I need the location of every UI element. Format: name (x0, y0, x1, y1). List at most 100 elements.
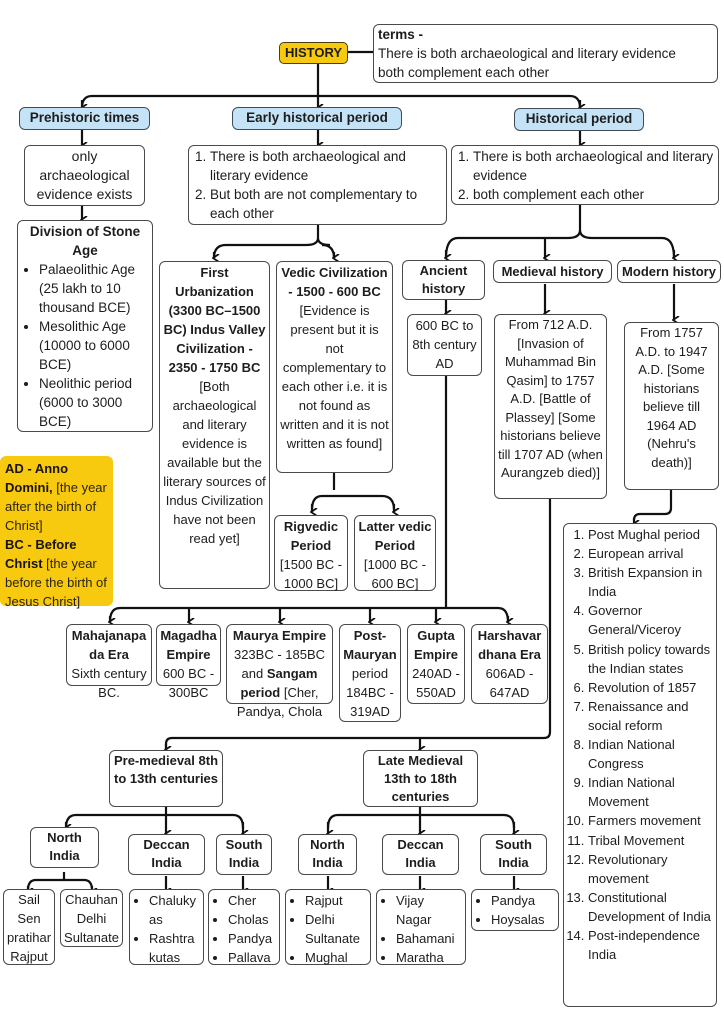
modern-topic-item: Renaissance and social reform (588, 697, 714, 735)
desc-line: only (71, 148, 98, 164)
era-box-mahajanapada: Mahajanapada Era Sixth century BC. (66, 624, 152, 700)
terms-box: terms - There is both archaeological and… (373, 24, 718, 83)
terms-line: There is both archaeological and literar… (378, 46, 676, 61)
modern-topic-item: Indian National Movement (588, 773, 714, 811)
stone-age-divisions: Division of Stone Age Palaeolithic Age (… (17, 220, 153, 432)
era-title: Magadha Empire (160, 628, 217, 662)
era-title: Harshavardhana Era (477, 628, 542, 662)
modern-topic-item: Indian National Congress (588, 735, 714, 773)
era-desc: period 184BC - 319AD (346, 666, 394, 719)
category-label: Historical period (525, 111, 633, 126)
dynasty-item: Hoysalas (491, 910, 555, 929)
rigvedic-title: Rigvedic Period (283, 519, 339, 553)
early-historical-list: There is both archaeological and literar… (192, 147, 443, 223)
point-item: There is both archaeological and literar… (210, 147, 443, 185)
modern-topic-item: European arrival (588, 544, 714, 563)
dynasty-item: Delhi Sultanate (305, 910, 367, 948)
era-title: Maurya Empire (232, 628, 327, 643)
point-item: There is both archaeological and literar… (473, 147, 715, 185)
era-box-gupta: Gupta Empire 240AD - 550AD (407, 624, 465, 704)
era-desc: 323BC - 185BC and (233, 647, 326, 681)
dynasty-item: Rajput (305, 891, 367, 910)
dynasty-item: Bahamani (396, 929, 462, 948)
latter-vedic-desc: [1000 BC - 600 BC] (363, 557, 427, 591)
dynasty-list: Pandya Hoysalas (475, 891, 555, 929)
era-box-harshavardhana: Harshavardhana Era 606AD - 647AD (471, 624, 548, 704)
early-historical-points: There is both archaeological and literar… (188, 145, 447, 225)
dynasty-item: Pallava (228, 948, 276, 967)
desc-line: evidence exists (36, 186, 133, 202)
modern-topic-item: Constitutional Development of India (588, 888, 714, 926)
rigvedic-desc: [1500 BC - 1000 BC] (279, 557, 343, 591)
first-urbanization-box: First Urbanization (3300 BC–1500 BC) Ind… (159, 261, 270, 589)
region-label: South India (495, 837, 532, 870)
ancient-history-node: Ancient history (402, 260, 485, 300)
dynasty-item: Maratha (396, 948, 462, 967)
ancient-label: Ancient history (419, 263, 468, 296)
era-box-magadha: Magadha Empire 600 BC - 300BC (156, 624, 221, 700)
root-node-history: HISTORY (279, 42, 348, 64)
medieval-label: Medieval history (501, 264, 604, 279)
stone-age-item: Palaeolithic Age (25 lakh to 10 thousand… (39, 260, 149, 317)
dynasty-item: Mughal (305, 948, 367, 967)
late-medieval-node: Late Medieval 13th to 18th centuries (363, 750, 478, 807)
era-desc: 600 BC - 300BC (162, 666, 215, 700)
region-label: Deccan India (143, 837, 190, 870)
modern-topics-list: Post Mughal periodEuropean arrivalBritis… (563, 523, 717, 1007)
modern-history-desc: From 1757 A.D. to 1947 A.D. [Some histor… (624, 322, 719, 490)
pre-medieval-south-list: Cher Cholas Pandya Pallava (208, 889, 280, 965)
modern-topic-item: British policy towards the Indian states (588, 640, 714, 678)
vedic-title: Vedic Civilization - 1500 - 600 BC (281, 265, 388, 299)
era-title: Post-Mauryan (343, 628, 397, 662)
category-early-historical: Early historical period (232, 107, 402, 130)
dynasty-list: Cher Cholas Pandya Pallava (212, 891, 276, 967)
desc-line: archaeological (39, 167, 130, 183)
stone-age-list: Palaeolithic Age (25 lakh to 10 thousand… (21, 260, 149, 431)
late-medieval-south-india: South India (480, 834, 547, 875)
latter-vedic-title: Latter vedic Period (358, 519, 432, 553)
ad-bc-note: AD - Anno Domini, [the year after the bi… (0, 456, 113, 609)
terms-title: terms - (378, 27, 424, 42)
dynasty-text: Chauhan Delhi Sultanate (64, 892, 119, 945)
vedic-desc: [Evidence is present but it is not compl… (280, 303, 389, 451)
stone-age-item: Mesolithic Age (10000 to 6000 BCE) (39, 317, 149, 374)
first-urbanization-desc: [Both archaeological and literary eviden… (163, 379, 266, 546)
prehistoric-description: only archaeological evidence exists (24, 145, 145, 206)
modern-topics-ol: Post Mughal periodEuropean arrivalBritis… (566, 525, 714, 964)
ad-description: [the year after the birth of Christ] (5, 480, 107, 533)
category-label: Early historical period (246, 110, 388, 125)
region-label: South India (225, 837, 263, 870)
late-medieval-south-list: Pandya Hoysalas (471, 889, 559, 931)
late-medieval-north-india: North India (298, 834, 357, 875)
modern-topic-item: Post-independence India (588, 926, 714, 964)
dynasty-item: Cholas (228, 910, 276, 929)
bc-description: [the year before the birth of Jesus Chri… (5, 556, 107, 609)
modern-topic-item: Governor General/Viceroy (588, 601, 714, 639)
dynasty-item: Chalukyas (149, 891, 200, 929)
pre-medieval-north-india: North India (30, 827, 99, 868)
dynasty-list: Vijay Nagar Bahamani Maratha (380, 891, 462, 967)
ancient-desc: 600 BC to 8th century AD (412, 318, 477, 371)
bc-term: BC - Before Christ (5, 537, 77, 571)
modern-topic-item: Revolution of 1857 (588, 678, 714, 697)
region-label: North India (47, 830, 82, 863)
era-desc: 240AD - 550AD (412, 666, 460, 700)
rigvedic-period-box: Rigvedic Period [1500 BC - 1000 BC] (274, 515, 348, 591)
medieval-history-node: Medieval history (493, 260, 612, 283)
pre-medieval-deccan-list: Chalukyas Rashtrakutas (129, 889, 204, 965)
stone-age-title: Division of Stone Age (29, 224, 141, 258)
modern-label: Modern history (622, 264, 716, 279)
era-box-post-mauryan: Post-Mauryan period 184BC - 319AD (339, 624, 401, 722)
modern-topic-item: Post Mughal period (588, 525, 714, 544)
era-title: Gupta Empire (413, 628, 459, 662)
point-item: But both are not complementary to each o… (210, 185, 443, 223)
era-desc: Sixth century BC. (71, 666, 147, 700)
ad-term: AD - Anno Domini, (5, 461, 69, 495)
era-title: Mahajanapada Era (71, 628, 147, 662)
pre-medieval-north-chauhan: Chauhan Delhi Sultanate (60, 889, 123, 947)
pre-medieval-north-sailsen: Sail Sen pratihar Rajput (3, 889, 55, 965)
era-title-sangam: Sangam period (240, 666, 318, 700)
historical-points: There is both archaeological and literar… (451, 145, 719, 205)
modern-topic-item: Revolutionary movement (588, 850, 714, 888)
